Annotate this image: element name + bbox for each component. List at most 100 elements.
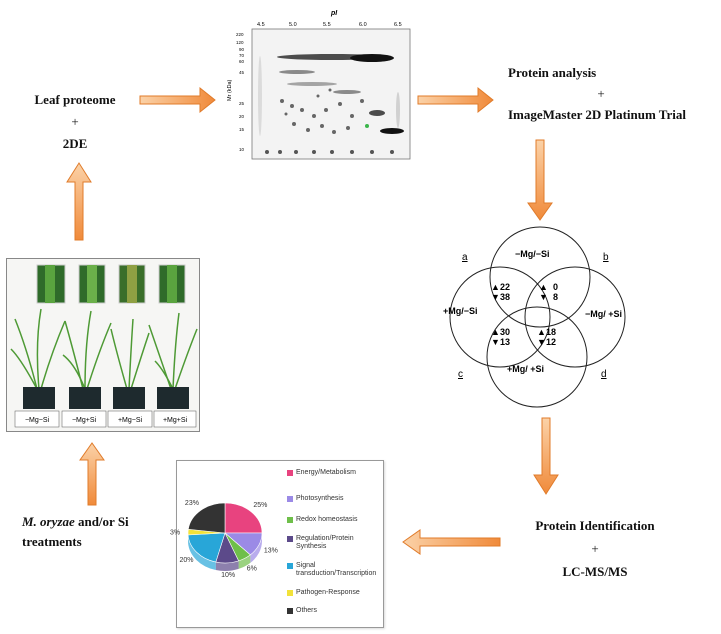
venn-count-bd-down: 12 xyxy=(546,337,556,347)
gel-pi-tick: 6.0 xyxy=(359,22,367,28)
legend-swatch xyxy=(287,496,293,502)
venn-circle-b xyxy=(524,266,626,368)
venn-letter-c: c xyxy=(458,369,463,380)
venn-count-cd-up: 30 xyxy=(500,327,510,337)
protein-analysis-plus: + xyxy=(597,86,605,101)
arrow-right-to-gel xyxy=(139,86,216,114)
pie-slices xyxy=(187,502,263,571)
venn-label-minusmg-minussi: −Mg/−Si xyxy=(515,249,550,259)
photo-label-minusmg-minussi: −Mg−Si xyxy=(25,417,50,424)
legend-swatch xyxy=(287,470,293,476)
gel-pi-tick: 4.5 xyxy=(257,22,265,28)
arrow-up-to-photo xyxy=(79,442,105,506)
venn-label-minusmg-plussi: −Mg/ +Si xyxy=(585,309,622,319)
venn-circle-a xyxy=(489,226,591,328)
legend-label: Redox homeostasis xyxy=(296,516,358,523)
pots xyxy=(23,387,189,409)
venn-count-ab-down: 8 xyxy=(553,292,558,302)
venn-count-bd-up: 18 xyxy=(546,327,556,337)
venn-circle-c xyxy=(449,266,551,368)
photo-label-plusmg-plussi: +Mg+Si xyxy=(163,417,188,424)
legend-label: Regulation/Protein Synthesis xyxy=(296,535,354,550)
legend-label: Pathogen-Response xyxy=(296,589,360,596)
leaf-proteome-method: 2DE xyxy=(62,136,88,151)
gel-mr-tick: 60 xyxy=(239,59,245,64)
gel-mr-tick: 25 xyxy=(239,101,245,106)
legend-swatch xyxy=(287,563,293,569)
venn-count-ab-down-arrow: ▼ xyxy=(539,292,548,302)
pie-value-label: 23% xyxy=(185,500,199,507)
gel-mr-tick: 15 xyxy=(239,127,245,132)
treatments-block: M. oryzae and/or Si treatments xyxy=(22,512,172,552)
venn-letter-d: d xyxy=(601,369,607,380)
venn-count-ac-up: 22 xyxy=(500,282,510,292)
treatments-species: M. oryzae xyxy=(22,514,75,529)
pie-value-label: 20% xyxy=(179,557,193,564)
venn-count-ac-up-arrow: ▲ xyxy=(491,282,500,292)
venn-letter-b: b xyxy=(603,252,609,263)
legend-swatch xyxy=(287,517,293,523)
protein-analysis-title: Protein analysis xyxy=(508,65,597,80)
treatments-line-2: treatments xyxy=(22,534,82,549)
venn-count-ab-up: 0 xyxy=(553,282,558,292)
pie-value-labels: 25%13%6%10%20%3%23% xyxy=(170,500,278,579)
legend-label: Photosynthesis xyxy=(296,495,344,502)
photo-label-minusmg-plussi: −Mg+Si xyxy=(72,417,97,424)
pie-slice-side xyxy=(215,560,239,571)
gel-panel: pI 4.5 5.0 5.5 6.0 6.5 Mr (kDa) 220 120 … xyxy=(222,6,414,162)
pie-slice-side xyxy=(188,534,216,571)
gel-pi-tick: 5.0 xyxy=(289,22,297,28)
photo-label-plusmg-minussi: +Mg−Si xyxy=(118,417,143,424)
plant-photo: −Mg−Si −Mg+Si +Mg−Si +Mg+Si xyxy=(6,258,200,432)
pie-value-label: 3% xyxy=(170,530,180,537)
venn-label-plusmg-plussi: +Mg/ +Si xyxy=(507,364,544,374)
protein-analysis-block: Protein analysis + ImageMaster 2D Platin… xyxy=(490,65,720,123)
arrow-left-to-pie xyxy=(402,529,501,555)
gel-mr-tick: 220 xyxy=(236,32,244,37)
rice-plants xyxy=(10,308,198,390)
venn-count-bd-down-arrow: ▼ xyxy=(537,337,546,347)
venn-label-plusmg-minussi: +Mg/−Si xyxy=(443,306,478,316)
leaf-proteome-plus: + xyxy=(71,114,79,129)
gel-spots xyxy=(258,54,404,154)
leaf-proteome-block: Leaf proteome + 2DE xyxy=(20,92,130,152)
gel-mr-tick: 10 xyxy=(239,147,245,152)
photo-label-boxes xyxy=(14,410,197,428)
gel-pi-label: pI xyxy=(330,10,338,17)
venn-count-bd-up-arrow: ▲ xyxy=(537,327,546,337)
pie-slice-side xyxy=(250,533,262,563)
venn-count-cd-down-arrow: ▼ xyxy=(491,337,500,347)
venn-count-cd-up-arrow: ▲ xyxy=(491,327,500,337)
venn-diagram: a b c d −Mg/−Si −Mg/ +Si +Mg/−Si +Mg/ +S… xyxy=(443,226,626,408)
venn-count-cd-down: 13 xyxy=(500,337,510,347)
venn-circle-d xyxy=(486,306,588,408)
pie-slice xyxy=(224,502,263,534)
gel-area xyxy=(251,28,411,160)
arrow-down-to-venn xyxy=(527,139,553,221)
arrow-right-to-analysis xyxy=(417,86,494,114)
legend-label: Others xyxy=(296,607,318,614)
leaf-proteome-title: Leaf proteome xyxy=(34,92,116,107)
gel-mr-label: Mr (kDa) xyxy=(227,79,233,101)
gel-image: pI 4.5 5.0 5.5 6.0 6.5 Mr (kDa) 220 120 … xyxy=(227,10,411,160)
treatments-rest: and/or Si xyxy=(74,514,129,529)
gel-pi-tick: 6.5 xyxy=(394,22,402,28)
pie-chart: 25%13%6%10%20%3%23% xyxy=(170,500,278,579)
venn-count-ac-down-arrow: ▼ xyxy=(491,292,500,302)
protein-identification-plus: + xyxy=(591,541,599,556)
protein-identification-method: LC-MS/MS xyxy=(562,564,628,579)
gel-mr-tick: 90 xyxy=(239,47,245,52)
gel-mr-tick: 120 xyxy=(236,40,244,45)
protein-analysis-software: ImageMaster 2D Platinum Trial xyxy=(508,107,687,122)
arrow-down-to-identification xyxy=(533,417,559,495)
pie-value-label: 13% xyxy=(264,547,278,554)
treatments-line-1: M. oryzae and/or Si xyxy=(22,512,172,532)
venn-letter-a: a xyxy=(462,252,468,263)
venn-count-ab-up-arrow: ▲ xyxy=(539,282,548,292)
gel-pi-tick: 5.5 xyxy=(323,22,331,28)
pie-slice xyxy=(187,532,226,563)
gel-mr-tick: 20 xyxy=(239,114,245,119)
pie-slice-side xyxy=(238,554,251,569)
